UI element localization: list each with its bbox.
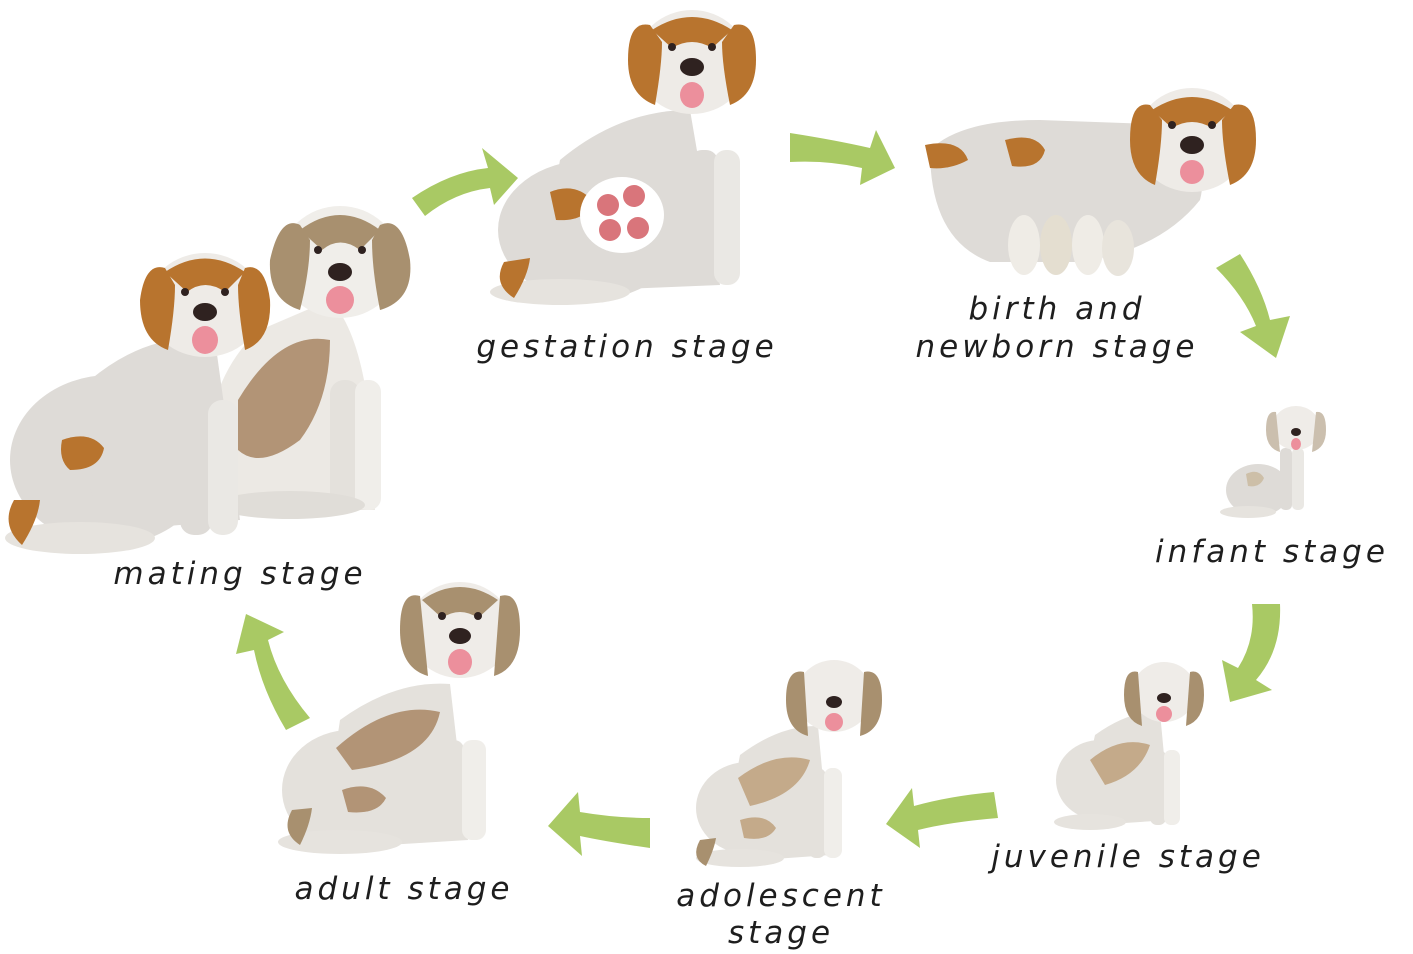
arrow-infant-to-juvenile [1222, 604, 1280, 702]
arrow-gestation-to-birth [790, 130, 895, 185]
adult-dog-illustration [278, 582, 520, 854]
arrow-mating-to-gestation [412, 148, 518, 216]
juvenile-stage-label: juvenile stage [991, 838, 1265, 876]
arrow-adolescent-to-adult [548, 792, 650, 856]
birth-stage-label-line2: newborn stage [915, 328, 1198, 366]
birth-stage-label-line1: birth and [968, 290, 1145, 328]
birth-dog-illustration [925, 88, 1256, 276]
arrow-birth-to-infant [1216, 254, 1290, 358]
arrow-juvenile-to-adolescent [886, 788, 998, 848]
female-dog-illustration [5, 253, 270, 554]
infant-stage-label: infant stage [1155, 533, 1389, 571]
gestation-stage-label: gestation stage [476, 328, 777, 366]
adolescent-stage-label-line2: stage [728, 914, 834, 952]
adolescent-dog-illustration [696, 660, 882, 867]
mating-stage-dogs [5, 206, 410, 554]
juvenile-dog-illustration [1054, 662, 1204, 830]
arrow-adult-to-mating [236, 614, 310, 730]
womb-with-puppies [580, 177, 664, 253]
mating-stage-label: mating stage [113, 555, 366, 593]
infant-dog-illustration [1220, 406, 1326, 518]
gestation-dog-illustration [490, 10, 756, 305]
adult-stage-label: adult stage [295, 870, 514, 908]
adolescent-stage-label-line1: adolescent [676, 877, 885, 915]
